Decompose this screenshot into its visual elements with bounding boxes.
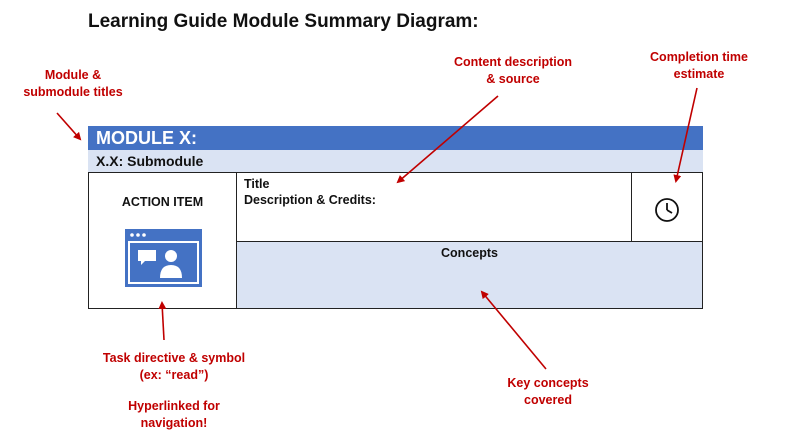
annotation-module-titles: Module & submodule titles (18, 67, 128, 101)
clock-icon (655, 198, 679, 222)
action-item-label: ACTION ITEM (121, 195, 204, 209)
annotation-line: covered (524, 393, 572, 407)
submodule-title-bar: X.X: Submodule (88, 150, 703, 172)
arrow-module-titles (56, 112, 82, 141)
annotation-task-directive: Task directive & symbol (ex: “read”) (90, 350, 258, 384)
concepts-cell: Concepts (236, 241, 703, 309)
annotation-content-source: Content description & source (440, 54, 586, 88)
annotation-line: & source (486, 72, 540, 86)
content-description-cell: Title Description & Credits: (236, 172, 632, 242)
annotation-line: estimate (673, 67, 725, 81)
annotation-line: navigation! (140, 416, 208, 430)
annotation-completion-time: Completion time estimate (638, 49, 760, 83)
annotation-key-concepts: Key concepts covered (494, 375, 602, 409)
annotation-line: Module & (44, 68, 102, 82)
arrow-key-concepts (480, 290, 547, 370)
annotation-line: Content description (453, 55, 573, 69)
annotation-line: submodule titles (23, 85, 123, 99)
annotation-line: Task directive & symbol (102, 351, 246, 365)
action-item-cell[interactable]: ACTION ITEM (88, 172, 237, 309)
arrow-task-directive (158, 301, 167, 341)
clock-minute-hand (666, 209, 673, 214)
module-title-bar: MODULE X: (88, 126, 703, 150)
arrow-content-source (396, 95, 499, 184)
content-title: Title (244, 177, 270, 191)
diagram-title: Learning Guide Module Summary Diagram: (88, 11, 479, 32)
window-dot-shape (130, 233, 134, 237)
concepts-label: Concepts (441, 246, 498, 260)
annotation-hyperlinked: Hyperlinked for navigation! (110, 398, 238, 432)
person-head-shape (165, 250, 177, 262)
annotation-line: Hyperlinked for (128, 399, 220, 413)
video-chat-window-icon[interactable] (125, 229, 202, 287)
speech-bubble-shape (138, 250, 156, 265)
window-dot-shape (142, 233, 146, 237)
content-description: Description & Credits: (244, 193, 376, 207)
annotation-line: (ex: “read”) (139, 368, 209, 382)
window-dot-shape (136, 233, 140, 237)
annotation-line: Key concepts (507, 376, 589, 390)
person-body-shape (160, 265, 182, 278)
annotation-line: Completion time (650, 50, 748, 64)
arrow-completion-time (673, 87, 698, 183)
clock-face-shape (655, 198, 679, 222)
